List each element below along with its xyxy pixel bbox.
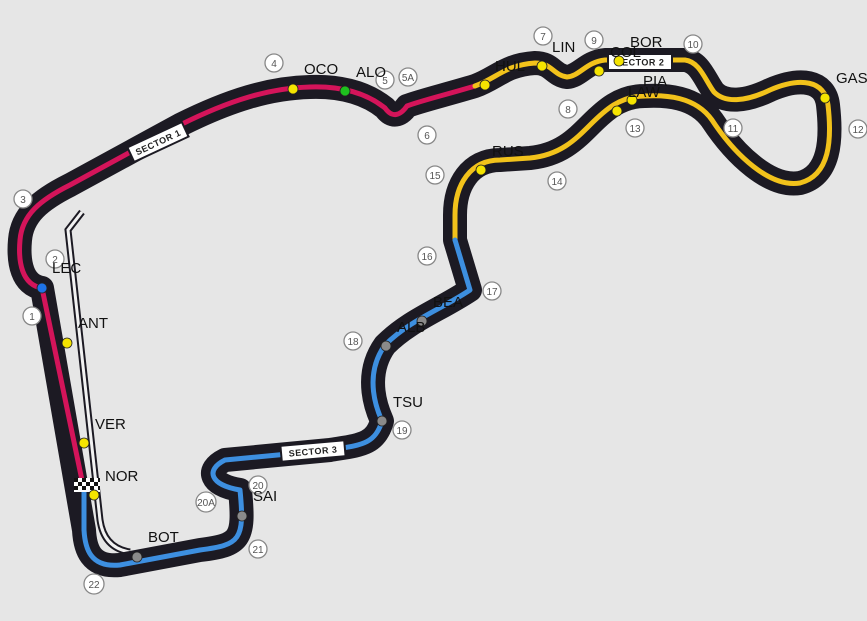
svg-text:7: 7 (540, 32, 546, 43)
turn-marker: 14 (547, 171, 567, 191)
turn-markers: 1 2 3 4 5 5A 6 7 8 9 10 11 12 13 14 15 1… (13, 26, 867, 595)
driver-marker[interactable]: OCO (287, 61, 338, 95)
driver-code: ANT (78, 315, 108, 332)
driver-code: LAW (628, 84, 661, 101)
driver-marker[interactable]: ALO (339, 64, 386, 97)
svg-text:19: 19 (396, 426, 408, 437)
driver-code: NOR (105, 468, 139, 485)
driver-code: GAS (836, 70, 867, 87)
turn-marker: 17 (482, 281, 502, 301)
turn-marker: 16 (417, 246, 437, 266)
driver-marker[interactable]: RUS (475, 143, 524, 176)
driver-marker[interactable]: BOR (613, 34, 663, 67)
sector-badge-2: SECTOR 2 (607, 53, 673, 71)
driver-marker[interactable]: TSU (376, 394, 423, 427)
sector-2-path (452, 57, 832, 243)
driver-marker[interactable]: GAS (819, 70, 867, 104)
driver-code: LIN (552, 39, 575, 56)
turn-marker: 5A (398, 67, 418, 87)
svg-text:9: 9 (591, 36, 597, 47)
turn-marker: 20 (248, 475, 268, 495)
turn-marker: 7 (533, 26, 553, 46)
turn-marker: 6 (417, 125, 437, 145)
sector-badge-3: SECTOR 3 (279, 439, 347, 463)
turn-marker: 10 (683, 34, 703, 54)
driver-code: BOR (630, 34, 663, 51)
driver-marker[interactable]: BOT (131, 529, 179, 563)
driver-code: BOT (148, 529, 179, 546)
svg-text:10: 10 (687, 40, 699, 51)
turn-marker: 11 (723, 118, 743, 138)
driver-code: COL (610, 44, 641, 61)
svg-text:1: 1 (29, 312, 35, 323)
driver-marker[interactable]: COL (593, 44, 641, 77)
turn-marker: 8 (558, 99, 578, 119)
driver-marker[interactable]: ANT (61, 315, 108, 349)
driver-marker[interactable]: LAW (611, 84, 661, 117)
turn-marker: 19 (392, 420, 412, 440)
svg-text:8: 8 (565, 105, 571, 116)
turn-marker: 3 (13, 189, 33, 209)
svg-text:11: 11 (728, 124, 739, 135)
svg-text:3: 3 (20, 195, 26, 206)
svg-text:12: 12 (852, 125, 864, 136)
driver-marker[interactable]: BEA (416, 294, 463, 327)
driver-code: PIA (643, 73, 667, 90)
svg-text:20: 20 (252, 481, 264, 492)
driver-code: HUL (495, 58, 525, 75)
driver-marker[interactable]: NOR (88, 468, 139, 501)
turn-marker: 12 (848, 119, 867, 139)
svg-text:2: 2 (52, 255, 58, 266)
svg-text:14: 14 (551, 177, 563, 188)
svg-text:17: 17 (486, 287, 498, 298)
sector-label: SECTOR 3 (288, 444, 338, 458)
sector-label: SECTOR 2 (616, 58, 665, 68)
finish-line-icon (74, 478, 100, 492)
driver-code: OCO (304, 61, 338, 78)
svg-text:18: 18 (347, 337, 359, 348)
turn-marker: 20A (195, 491, 217, 513)
turn-marker: 4 (264, 53, 284, 73)
turn-marker: 22 (83, 573, 105, 595)
driver-code: ALB (397, 319, 425, 336)
driver-marker[interactable]: PIA (626, 73, 667, 106)
svg-text:6: 6 (424, 131, 430, 142)
driver-marker[interactable]: LIN (536, 39, 575, 72)
turn-marker: 9 (584, 30, 604, 50)
driver-code: RUS (492, 143, 524, 160)
driver-code: BEA (433, 294, 463, 311)
driver-code: TSU (393, 394, 423, 411)
driver-code: SAI (253, 488, 277, 505)
turn-marker: 1 (22, 306, 42, 326)
driver-code: VER (95, 416, 126, 433)
turn-marker: 5 (375, 70, 395, 90)
svg-text:20A: 20A (197, 498, 215, 509)
svg-text:5: 5 (382, 76, 388, 87)
turn-marker: 13 (625, 118, 645, 138)
svg-text:16: 16 (421, 252, 433, 263)
driver-marker[interactable]: VER (78, 416, 126, 449)
svg-text:22: 22 (88, 580, 100, 591)
turn-marker: 18 (343, 331, 363, 351)
turn-marker: 21 (248, 539, 268, 559)
svg-text:5A: 5A (402, 73, 415, 84)
driver-marker[interactable]: ALB (380, 319, 425, 352)
svg-text:4: 4 (271, 59, 277, 70)
turn-marker: 15 (425, 165, 445, 185)
driver-marker[interactable]: LEC (36, 260, 81, 294)
driver-code: ALO (356, 64, 386, 81)
driver-marker[interactable]: HUL (479, 58, 525, 91)
driver-markers: OCO ALO HUL LIN BOR COL PIA LAW GAS RUS … (36, 34, 867, 563)
svg-text:15: 15 (429, 171, 441, 182)
svg-text:13: 13 (629, 124, 641, 135)
turn-marker: 2 (45, 249, 65, 269)
driver-marker[interactable]: SAI (236, 488, 277, 522)
driver-code: LEC (52, 260, 81, 277)
svg-text:21: 21 (252, 545, 264, 556)
